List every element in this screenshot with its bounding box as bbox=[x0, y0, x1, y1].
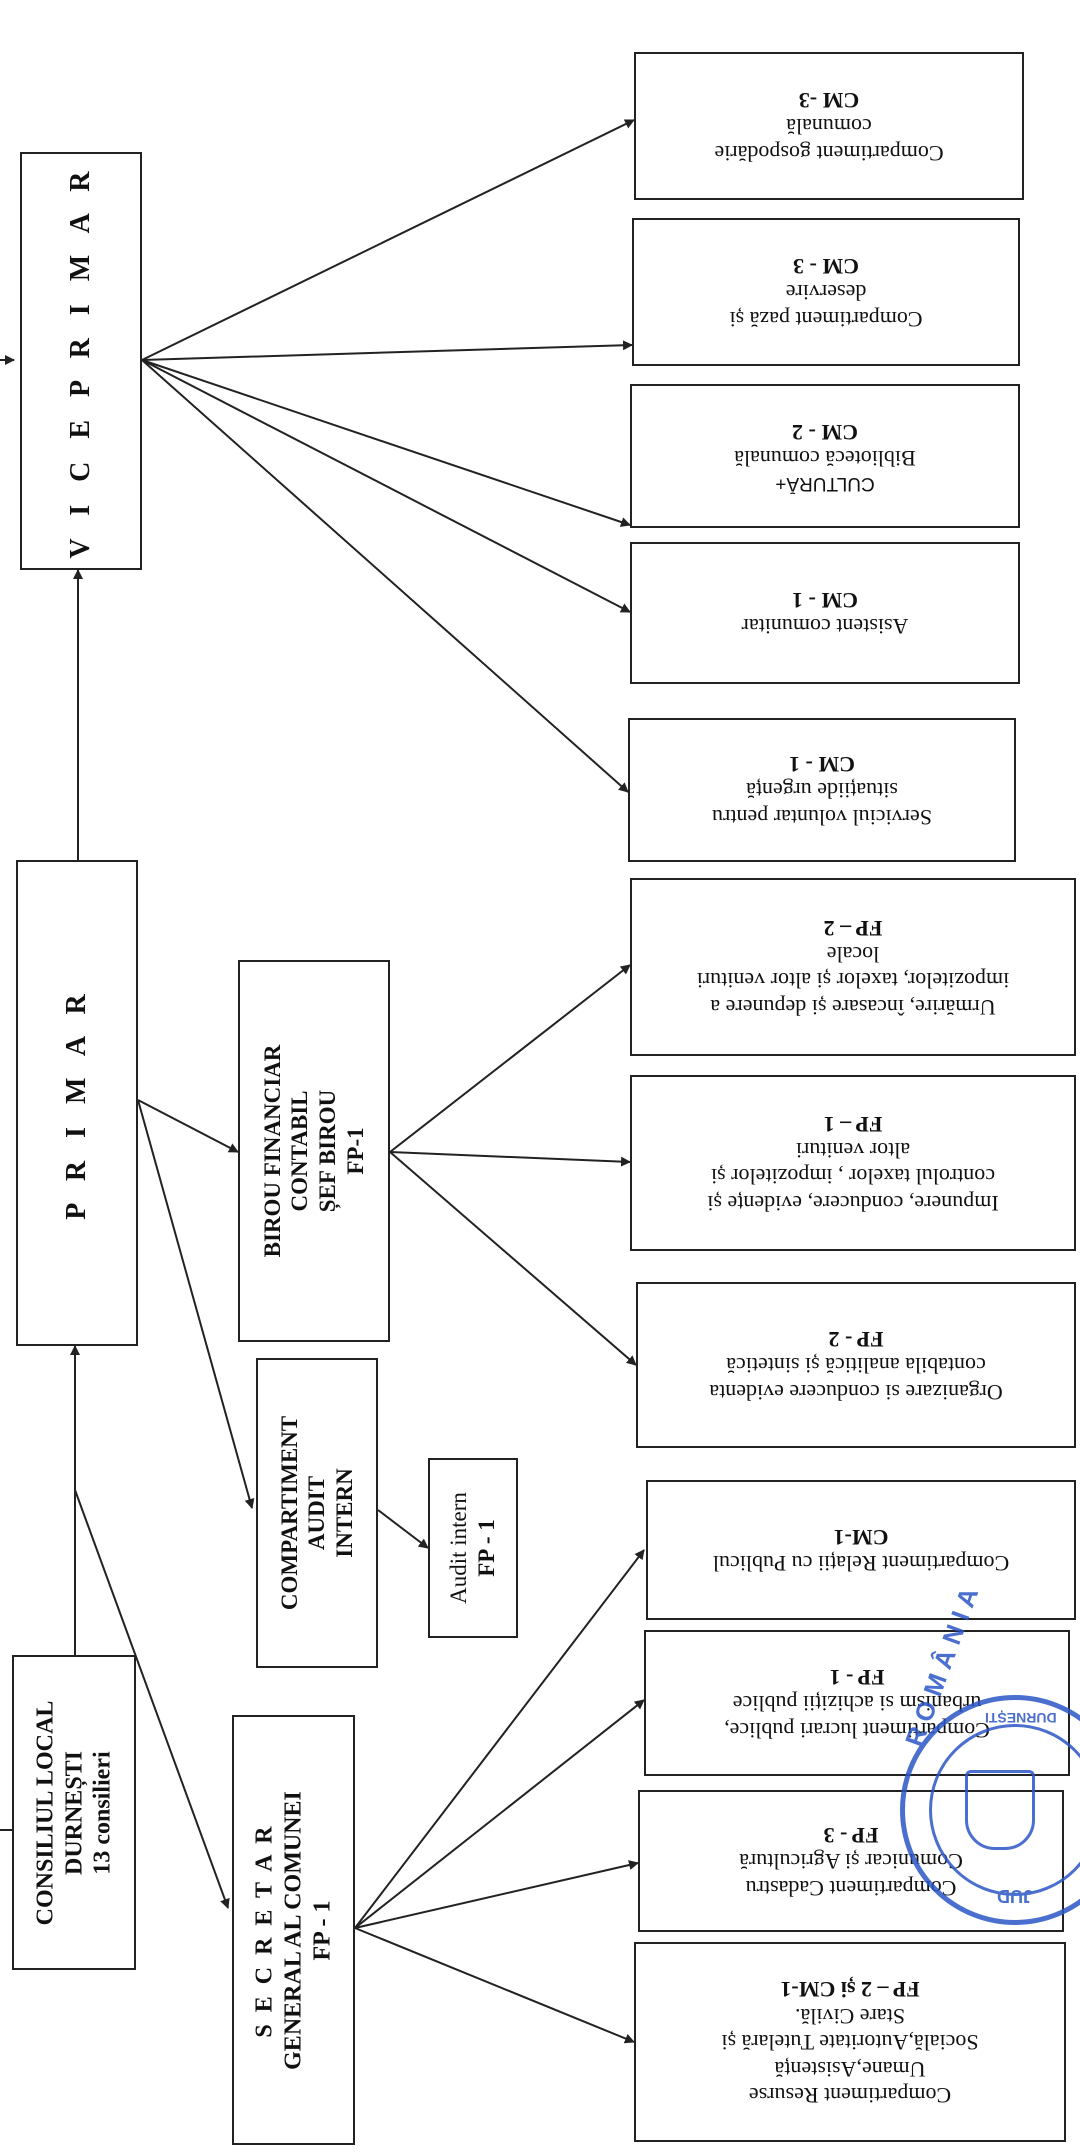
resurse-line5: FP – 2 și CM-1 bbox=[780, 1977, 920, 2003]
secretar-line3: FP - 1 bbox=[308, 1900, 335, 1961]
consiliul-local-line3: 13 consilieri bbox=[89, 1750, 116, 1875]
relatii-line2: CM-1 bbox=[833, 1525, 889, 1550]
resurse-line2: Umane,Asistență bbox=[774, 2056, 926, 2082]
asistent-line1: Asistent comunitar bbox=[741, 614, 909, 640]
secretar-line1: S E C R E T A R bbox=[251, 1823, 278, 2038]
birou-financiar-box: BIROU FINANCIAR CONTABIL ȘEF BIROU FP-1 bbox=[238, 960, 390, 1342]
consiliul-local-line2: DURNEȘTI bbox=[61, 1750, 88, 1875]
impunere-box: Impunere, conducere, evidențe și control… bbox=[630, 1075, 1076, 1251]
vice-asistent-connector bbox=[141, 359, 631, 613]
voluntar-line3: CM - 1 bbox=[789, 751, 855, 777]
primar-label: P R I M A R bbox=[61, 986, 93, 1220]
contab-line2: contabila analitică și sintetică bbox=[726, 1353, 986, 1379]
contab-line1: Organizare si conducere evidenta bbox=[709, 1379, 1003, 1405]
urmarire-line1: Urmărire, încasare și depunere a bbox=[710, 994, 996, 1020]
secretar-box: S E C R E T A R GENERAL AL COMUNEI FP - … bbox=[232, 1715, 355, 2145]
birou-orgcontab-connector bbox=[389, 1151, 637, 1366]
cultura-line2: Bibliotecă comunală bbox=[734, 446, 916, 471]
vice-cultura-connector bbox=[141, 359, 631, 527]
birou-line2: CONTABIL bbox=[287, 1090, 313, 1212]
stamp-text-bottom: JUD bbox=[997, 1886, 1034, 1906]
consiliul-local-box: CONSILIUL LOCAL DURNEȘTI 13 consilieri bbox=[12, 1655, 136, 1970]
vice-gospodarie-connector bbox=[141, 119, 635, 361]
relatii-line1: Compartiment Relații cu Publicul bbox=[712, 1551, 1010, 1577]
compartiment-resurse-umane-box: Compartiment Resurse Umane,Asistență Soc… bbox=[634, 1942, 1066, 2142]
voluntar-line2: situațiide urgență bbox=[746, 778, 898, 804]
urmarire-line4: FP – 2 bbox=[823, 915, 883, 941]
viceprimar-label: V I C E P R I M A R bbox=[65, 163, 97, 559]
audit-intern-line2: FP - 1 bbox=[474, 1519, 499, 1577]
primar-secretar-connector bbox=[74, 1489, 230, 1909]
birou-line4: FP-1 bbox=[342, 1127, 368, 1175]
resurse-line1: Compartiment Resurse bbox=[748, 2082, 952, 2108]
cultura-line3: CM - 2 bbox=[792, 419, 858, 445]
contab-line3: FP - 2 bbox=[828, 1326, 884, 1352]
consiliul-local-line1: CONSILIUL LOCAL bbox=[32, 1700, 59, 1925]
cadastru-line3: FP - 3 bbox=[823, 1822, 879, 1848]
impunere-line2: controlul taxelor , impozitelor și bbox=[710, 1164, 996, 1190]
resurse-line3: Socială,Autoritate Tutelară și bbox=[721, 2030, 979, 2056]
paza-line2: deservire bbox=[785, 280, 867, 306]
urmarire-box: Urmărire, încasare și depunere a impozit… bbox=[630, 878, 1076, 1056]
lucrari-line3: FP - 1 bbox=[829, 1664, 885, 1690]
secretar-cadastru-connector bbox=[354, 1860, 639, 1929]
stamp-crest-icon bbox=[965, 1770, 1035, 1850]
compartiment-relatii-public-box: Compartiment Relații cu Publicul CM-1 bbox=[646, 1480, 1076, 1620]
birou-line1: BIROU FINANCIAR bbox=[259, 1044, 285, 1258]
audit-line3: INTERN bbox=[331, 1468, 357, 1558]
viceprimar-box: V I C E P R I M A R bbox=[20, 152, 142, 570]
birou-impunere-connector bbox=[389, 1151, 631, 1167]
asistent-line2: CM - 1 bbox=[792, 588, 858, 613]
gospodarie-line3: CM -3 bbox=[798, 87, 860, 113]
secretar-relatii-connector bbox=[354, 1549, 645, 1929]
impunere-line4: FP – 1 bbox=[823, 1111, 883, 1137]
birou-urmarire-connector bbox=[389, 964, 631, 1153]
impunere-line1: Impunere, conducere, evidențe și bbox=[707, 1190, 999, 1216]
urmarire-line3: locale bbox=[826, 942, 880, 967]
audit-auditintern-connector bbox=[377, 1509, 429, 1549]
secretar-lucrari-connector bbox=[354, 1699, 645, 1929]
organizare-contabilitate-box: Organizare si conducere evidenta contabi… bbox=[636, 1282, 1076, 1448]
vice-paza-connector bbox=[141, 340, 633, 361]
asistent-comunitar-box: Asistent comunitar CM - 1 bbox=[630, 542, 1020, 684]
audit-line2: AUDIT bbox=[304, 1475, 330, 1551]
stamp-text-side: DURNEȘTI bbox=[985, 1710, 1057, 1726]
compartiment-paza-box: Compartiment pază și deservire CM - 3 bbox=[632, 218, 1020, 366]
secretar-resurse-connector bbox=[354, 1927, 635, 2044]
gospodarie-line2: comunală bbox=[786, 114, 872, 140]
stamp-inner-ring bbox=[929, 1724, 1080, 1896]
cultura-biblioteca-box: CULTURĂ+ Bibliotecă comunală CM - 2 bbox=[630, 384, 1020, 528]
voluntar-line1: Serviciul voluntar pentru bbox=[712, 804, 932, 830]
secretar-line2: GENERAL AL COMUNEI bbox=[280, 1791, 307, 2070]
audit-intern-box: Audit intern FP - 1 bbox=[428, 1458, 518, 1638]
gospodarie-line1: Compartiment gospodărie bbox=[714, 140, 944, 166]
urmarire-line2: impozitelor, taxelor și altor venituri bbox=[696, 968, 1010, 994]
audit-intern-line1: Audit intern bbox=[446, 1492, 472, 1604]
primar-audit-connector bbox=[137, 1099, 255, 1509]
cultura-line1: CULTURĂ+ bbox=[775, 472, 875, 494]
birou-line3: ȘEF BIROU bbox=[315, 1089, 340, 1213]
vice-voluntar-connector bbox=[141, 359, 629, 793]
primar-box: P R I M A R bbox=[16, 860, 138, 1346]
compartiment-gospodarie-box: Compartiment gospodărie comunală CM -3 bbox=[634, 52, 1024, 200]
compartiment-audit-box: COMPARTIMENT AUDIT INTERN bbox=[256, 1358, 378, 1668]
primar-birou-connector bbox=[137, 1099, 239, 1153]
audit-line1: COMPARTIMENT bbox=[276, 1415, 302, 1611]
paza-line3: CM - 3 bbox=[793, 253, 859, 279]
serviciul-voluntar-box: Serviciul voluntar pentru situațiide urg… bbox=[628, 718, 1016, 862]
impunere-line3: altor venituri bbox=[795, 1138, 911, 1163]
paza-line1: Compartiment pază și bbox=[729, 306, 923, 332]
resurse-line4: Stare Civilă. bbox=[795, 2003, 905, 2029]
